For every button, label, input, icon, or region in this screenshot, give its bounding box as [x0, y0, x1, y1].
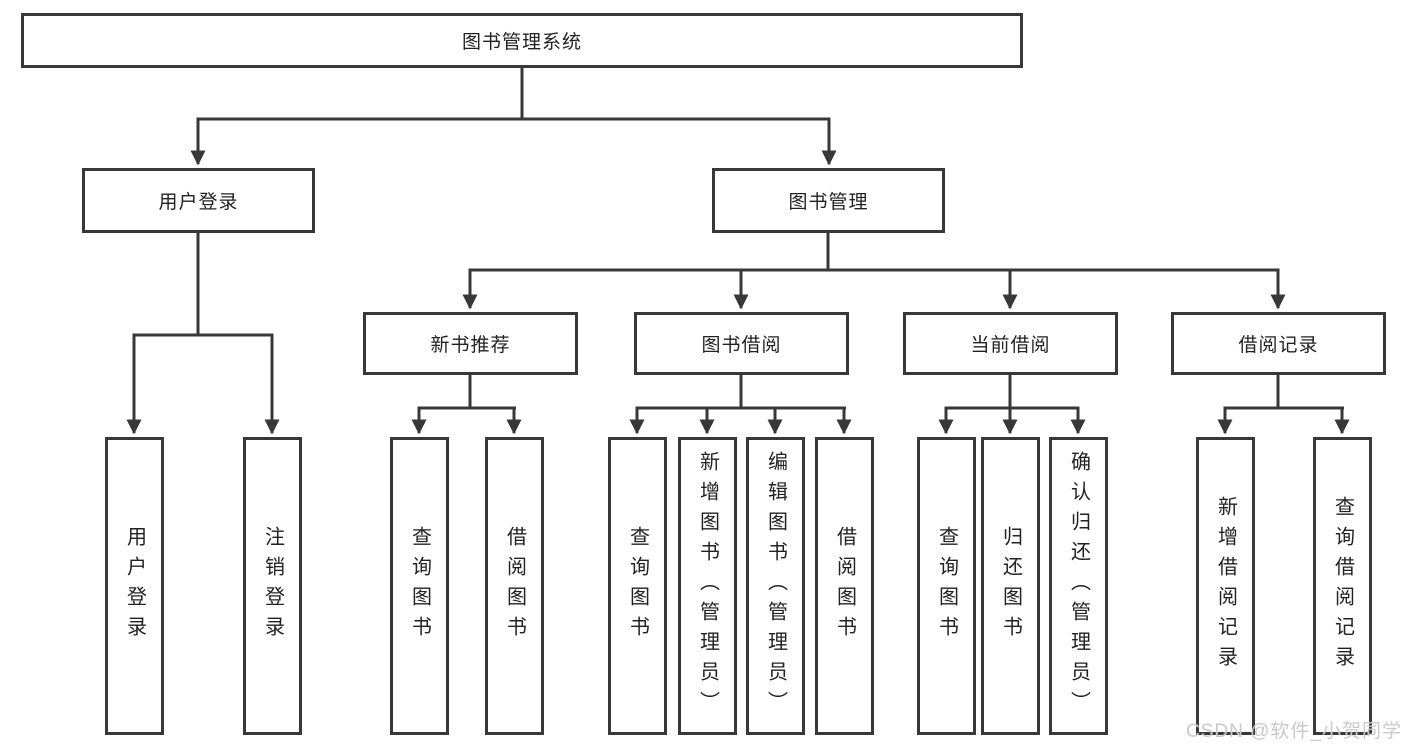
leaf-confirm-return-admin: 确认归还（管理员）: [1049, 437, 1108, 735]
leaf-edit-book-admin: 编辑图书（管理员）: [746, 437, 805, 735]
leaf-query-books-recommend: 查询图书: [390, 437, 449, 735]
leaf-return-books: 归还图书: [981, 437, 1040, 735]
node-current-borrow: 当前借阅: [903, 312, 1118, 375]
node-borrow-records: 借阅记录: [1171, 312, 1386, 375]
leaf-query-books-borrow: 查询图书: [608, 437, 667, 735]
leaf-query-books-current: 查询图书: [917, 437, 976, 735]
leaf-borrow-books: 借阅图书: [815, 437, 874, 735]
node-book-borrow: 图书借阅: [634, 312, 849, 375]
node-user-login: 用户登录: [82, 168, 315, 233]
node-new-book-recommend: 新书推荐: [363, 312, 578, 375]
leaf-add-borrow-record: 新增借阅记录: [1196, 437, 1255, 735]
leaf-borrow-books-recommend: 借阅图书: [485, 437, 544, 735]
leaf-query-borrow-record: 查询借阅记录: [1313, 437, 1372, 735]
leaf-user-login: 用户登录: [105, 437, 164, 735]
node-book-management: 图书管理: [712, 168, 945, 233]
node-library-system: 图书管理系统: [21, 13, 1023, 68]
watermark-text: CSDN @软件_小贺同学: [1186, 721, 1402, 742]
leaf-add-book-admin: 新增图书（管理员）: [678, 437, 737, 735]
leaf-logout: 注销登录: [243, 437, 302, 735]
